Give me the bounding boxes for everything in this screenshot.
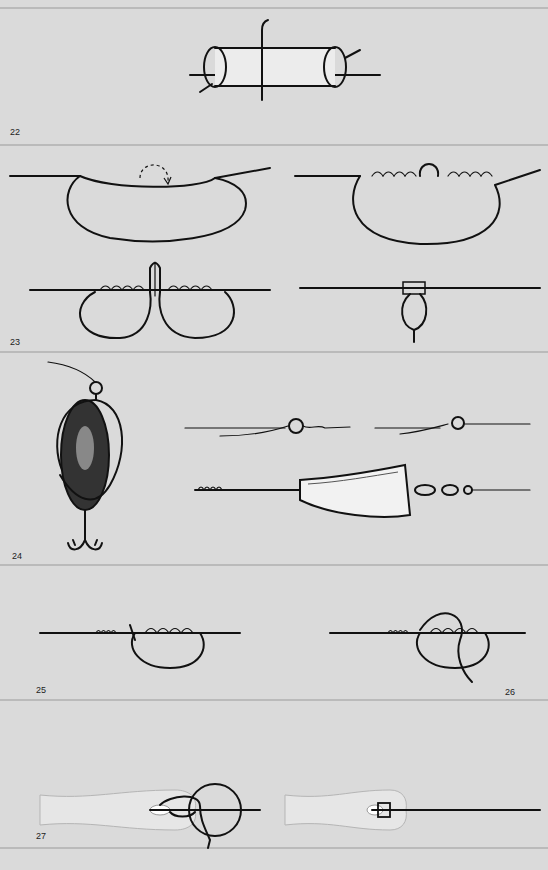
coil-turn bbox=[181, 629, 193, 634]
coil-turn bbox=[210, 487, 216, 490]
coil-turn bbox=[442, 629, 454, 634]
coil-turn bbox=[470, 172, 481, 176]
coil-turn bbox=[405, 172, 416, 176]
coil-turn bbox=[111, 631, 116, 634]
coil-turn bbox=[106, 631, 111, 634]
figure-number: 27 bbox=[36, 832, 46, 841]
knot-22 bbox=[190, 20, 380, 100]
knot-23 bbox=[10, 164, 540, 342]
coil-turn bbox=[448, 172, 459, 176]
coil-turn bbox=[216, 487, 222, 490]
coil-turn bbox=[111, 286, 122, 290]
coil-turn bbox=[190, 286, 201, 290]
coil-turn bbox=[96, 631, 101, 634]
coil-turn bbox=[394, 172, 405, 176]
coil-turn bbox=[198, 487, 204, 490]
coil-turn bbox=[459, 172, 470, 176]
figure-number: 26 bbox=[505, 688, 515, 697]
coil-turn bbox=[145, 629, 157, 634]
figure-number: 25 bbox=[36, 686, 46, 695]
coil-turn bbox=[201, 286, 212, 290]
knot-27 bbox=[40, 784, 540, 848]
figure-number: 22 bbox=[10, 128, 20, 137]
coil-turn bbox=[122, 286, 133, 290]
coil-turn bbox=[169, 629, 181, 634]
coil-turn bbox=[398, 631, 403, 634]
knot-26 bbox=[330, 613, 525, 682]
coil-turn bbox=[179, 286, 190, 290]
coil-turn bbox=[388, 631, 393, 634]
coil-turn bbox=[204, 487, 210, 490]
coil-turn bbox=[100, 286, 111, 290]
coil-turn bbox=[466, 629, 478, 634]
separators bbox=[0, 8, 548, 848]
coil-turn bbox=[383, 172, 394, 176]
coil-turn bbox=[430, 629, 442, 634]
coil-turn bbox=[403, 631, 408, 634]
coil-turn bbox=[454, 629, 466, 634]
knot-25 bbox=[40, 625, 240, 668]
figure-number: 24 bbox=[12, 552, 22, 561]
coil-turn bbox=[168, 286, 179, 290]
coil-turn bbox=[157, 629, 169, 634]
figure-number: 23 bbox=[10, 338, 20, 347]
coil-turn bbox=[481, 172, 492, 176]
coil-turn bbox=[372, 172, 383, 176]
coil-turn bbox=[133, 286, 144, 290]
knot-24 bbox=[48, 362, 530, 549]
coil-turn bbox=[393, 631, 398, 634]
coil-turn bbox=[101, 631, 106, 634]
